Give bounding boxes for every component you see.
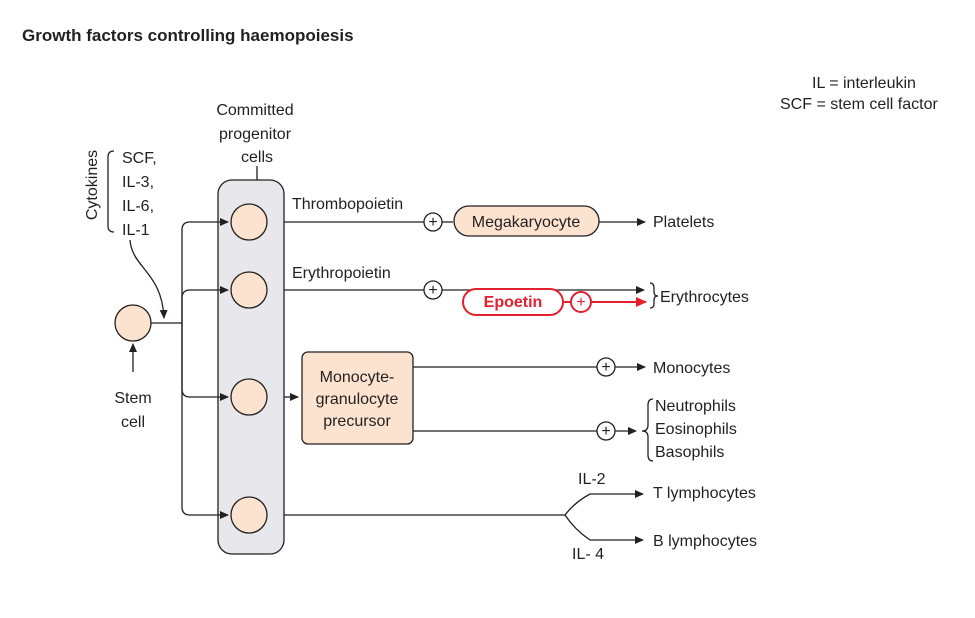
thrombopoietin-label: Thrombopoietin: [292, 196, 403, 213]
cytokine-il6: IL-6,: [122, 198, 154, 215]
diagram-title: Growth factors controlling haemopoiesis: [22, 26, 354, 45]
epoetin-label: Epoetin: [484, 294, 543, 311]
cytokines-brace: [107, 150, 115, 233]
cytokine-scf: SCF,: [122, 150, 157, 167]
progenitor-column: [217, 179, 285, 555]
erythropoietin-label: Erythropoietin: [292, 265, 391, 282]
cytokine-il1: IL-1: [122, 222, 150, 239]
committed-label-line1: Committed: [216, 102, 293, 119]
plus-sign: +: [428, 214, 437, 231]
progenitor-cell-myeloid: [230, 378, 268, 416]
plus-sign: +: [428, 282, 437, 299]
output-t-lymphocytes: T lymphocytes: [653, 485, 756, 502]
monocyte-granulocyte-box: [301, 351, 414, 445]
progenitor-cell-megakaryocyte: [230, 203, 268, 241]
epoetin-plus-sign: +: [576, 294, 585, 311]
output-b-lymphocytes: B lymphocytes: [653, 533, 757, 550]
progenitor-cell-lymphoid: [230, 496, 268, 534]
output-monocytes: Monocytes: [653, 360, 730, 377]
megakaryocyte-label: Megakaryocyte: [472, 214, 581, 231]
cytokine-arrow: [129, 239, 168, 319]
megakaryocyte-box: [453, 205, 600, 237]
b-lymph-arrow: [564, 514, 644, 544]
progenitor-cell-erythroid: [230, 271, 268, 309]
il4-label: IL- 4: [572, 546, 604, 563]
committed-label-line3: cells: [241, 149, 273, 166]
mono-label-line2: granulocyte: [316, 391, 399, 408]
plus-sign: +: [601, 423, 610, 440]
output-basophils: Basophils: [655, 444, 724, 461]
stem-label-line2: cell: [121, 414, 145, 431]
mono-label-line1: Monocyte-: [320, 369, 395, 386]
legend-il: IL = interleukin: [812, 75, 916, 92]
stem-label-line1: Stem: [114, 390, 151, 407]
stem-branches: [151, 218, 229, 519]
granulocytes-brace: [641, 398, 654, 462]
plus-sign: +: [601, 359, 610, 376]
il2-label: IL-2: [578, 471, 606, 488]
erythrocytes-brace: [649, 282, 659, 309]
t-lymph-arrow: [564, 490, 644, 516]
cytokines-label: Cytokines: [84, 150, 101, 220]
mono-label-line3: precursor: [323, 413, 391, 430]
output-neutrophils: Neutrophils: [655, 398, 736, 415]
legend-scf: SCF = stem cell factor: [780, 96, 938, 113]
output-eosinophils: Eosinophils: [655, 421, 737, 438]
stem-cell: [114, 304, 152, 342]
committed-label-line2: progenitor: [219, 126, 292, 143]
cytokine-il3: IL-3,: [122, 174, 154, 191]
output-erythrocytes: Erythrocytes: [660, 289, 749, 306]
output-platelets: Platelets: [653, 214, 714, 231]
